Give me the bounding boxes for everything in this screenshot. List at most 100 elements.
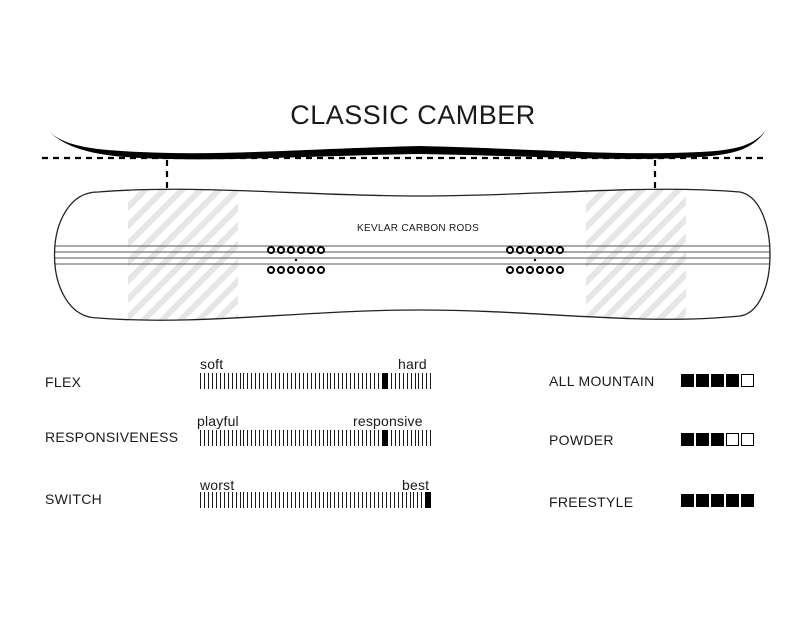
scale-tick [369,373,371,389]
scale-tick [306,430,308,446]
scale-label-responsiveness: RESPONSIVENESS [45,429,179,445]
scale-tick [294,373,296,389]
scale-tick [350,430,352,446]
camber-profile [48,130,766,160]
scale-tick [283,373,285,389]
scale-tick [381,492,383,508]
scale-tick [358,430,360,446]
scale-tick [247,430,249,446]
rating-box-filled [681,433,694,446]
scale-tick [275,373,277,389]
scale-tick [302,492,304,508]
scale-tick [421,492,423,508]
scale-tick [259,492,261,508]
rating-box-empty [741,374,754,387]
scale-tick [366,430,368,446]
scale-tick [243,430,245,446]
scale-tick [310,492,312,508]
board-outline [53,188,771,321]
scale-tick [318,373,320,389]
scale-tick [223,430,225,446]
scale-tick [338,373,340,389]
scale-tick [271,430,273,446]
scale-tick [263,373,265,389]
scale-tick [207,373,209,389]
scale-tick [243,492,245,508]
scale-tick [219,373,221,389]
scale-tick [279,430,281,446]
scale-tick [203,492,205,508]
scale-tick [247,373,249,389]
scale-tick [417,492,419,508]
scale-left-responsiveness: playful [197,413,239,429]
scale-tick [410,373,412,389]
scale-tick [373,492,375,508]
scale-tick [393,492,395,508]
scale-tick [259,430,261,446]
scale-tick [346,492,348,508]
scale-tick [310,430,312,446]
scale-marker [425,492,432,508]
scale-tick [346,430,348,446]
scale-tick [290,430,292,446]
scale-tick [350,373,352,389]
scale-tick [314,373,316,389]
scale-tick [362,492,364,508]
scale-tick [318,430,320,446]
scale-tick [286,430,288,446]
scale-tick [211,373,213,389]
scale-tick [211,492,213,508]
scale-tick [275,492,277,508]
scale-left-switch: worst [200,477,235,493]
diagram-title: CLASSIC CAMBER [290,100,536,130]
rating-label-all-mountain: ALL MOUNTAIN [549,373,655,389]
scale-tick [314,492,316,508]
scale-tick [227,373,229,389]
scale-tick [302,430,304,446]
scale-tick [390,373,392,389]
scale-tick [279,373,281,389]
rating-boxes-all-mountain [681,374,754,387]
scale-tick [390,430,392,446]
scale-tick [398,430,400,446]
scale-tick [219,430,221,446]
striped-zone-right [586,189,686,321]
scale-tick [243,373,245,389]
scale-tick [200,492,201,508]
scale-tick [251,430,253,446]
scale-tick [271,373,273,389]
scale-tick [298,373,300,389]
scale-tick [354,430,356,446]
scale-tick [377,430,379,446]
rating-box-filled [726,494,739,507]
scale-tick [397,492,399,508]
scale-marker [381,373,388,389]
scale-tick [410,430,412,446]
scale-tick [330,373,332,389]
scale-tick [223,373,225,389]
scale-tick [426,430,428,446]
rating-box-filled [711,494,724,507]
scale-tick [215,430,217,446]
insert-pack-right [506,246,564,274]
scale-tick [350,492,352,508]
scale-tick [342,492,344,508]
scale-tick [326,430,328,446]
rating-boxes-freestyle [681,494,754,507]
scale-tick [346,373,348,389]
scale-tick [398,373,400,389]
scale-tick [255,430,257,446]
scale-tick [330,430,332,446]
scale-tick [239,492,241,508]
scale-tick [235,373,237,389]
scale-tick [200,373,201,389]
scale-tick [235,430,237,446]
scale-tick [338,430,340,446]
scale-tick [275,430,277,446]
scale-tick [215,373,217,389]
scale-tick [406,430,408,446]
scale-bar-flex [200,373,432,389]
scale-tick [326,492,328,508]
rating-box-filled [711,374,724,387]
scale-tick [401,492,403,508]
